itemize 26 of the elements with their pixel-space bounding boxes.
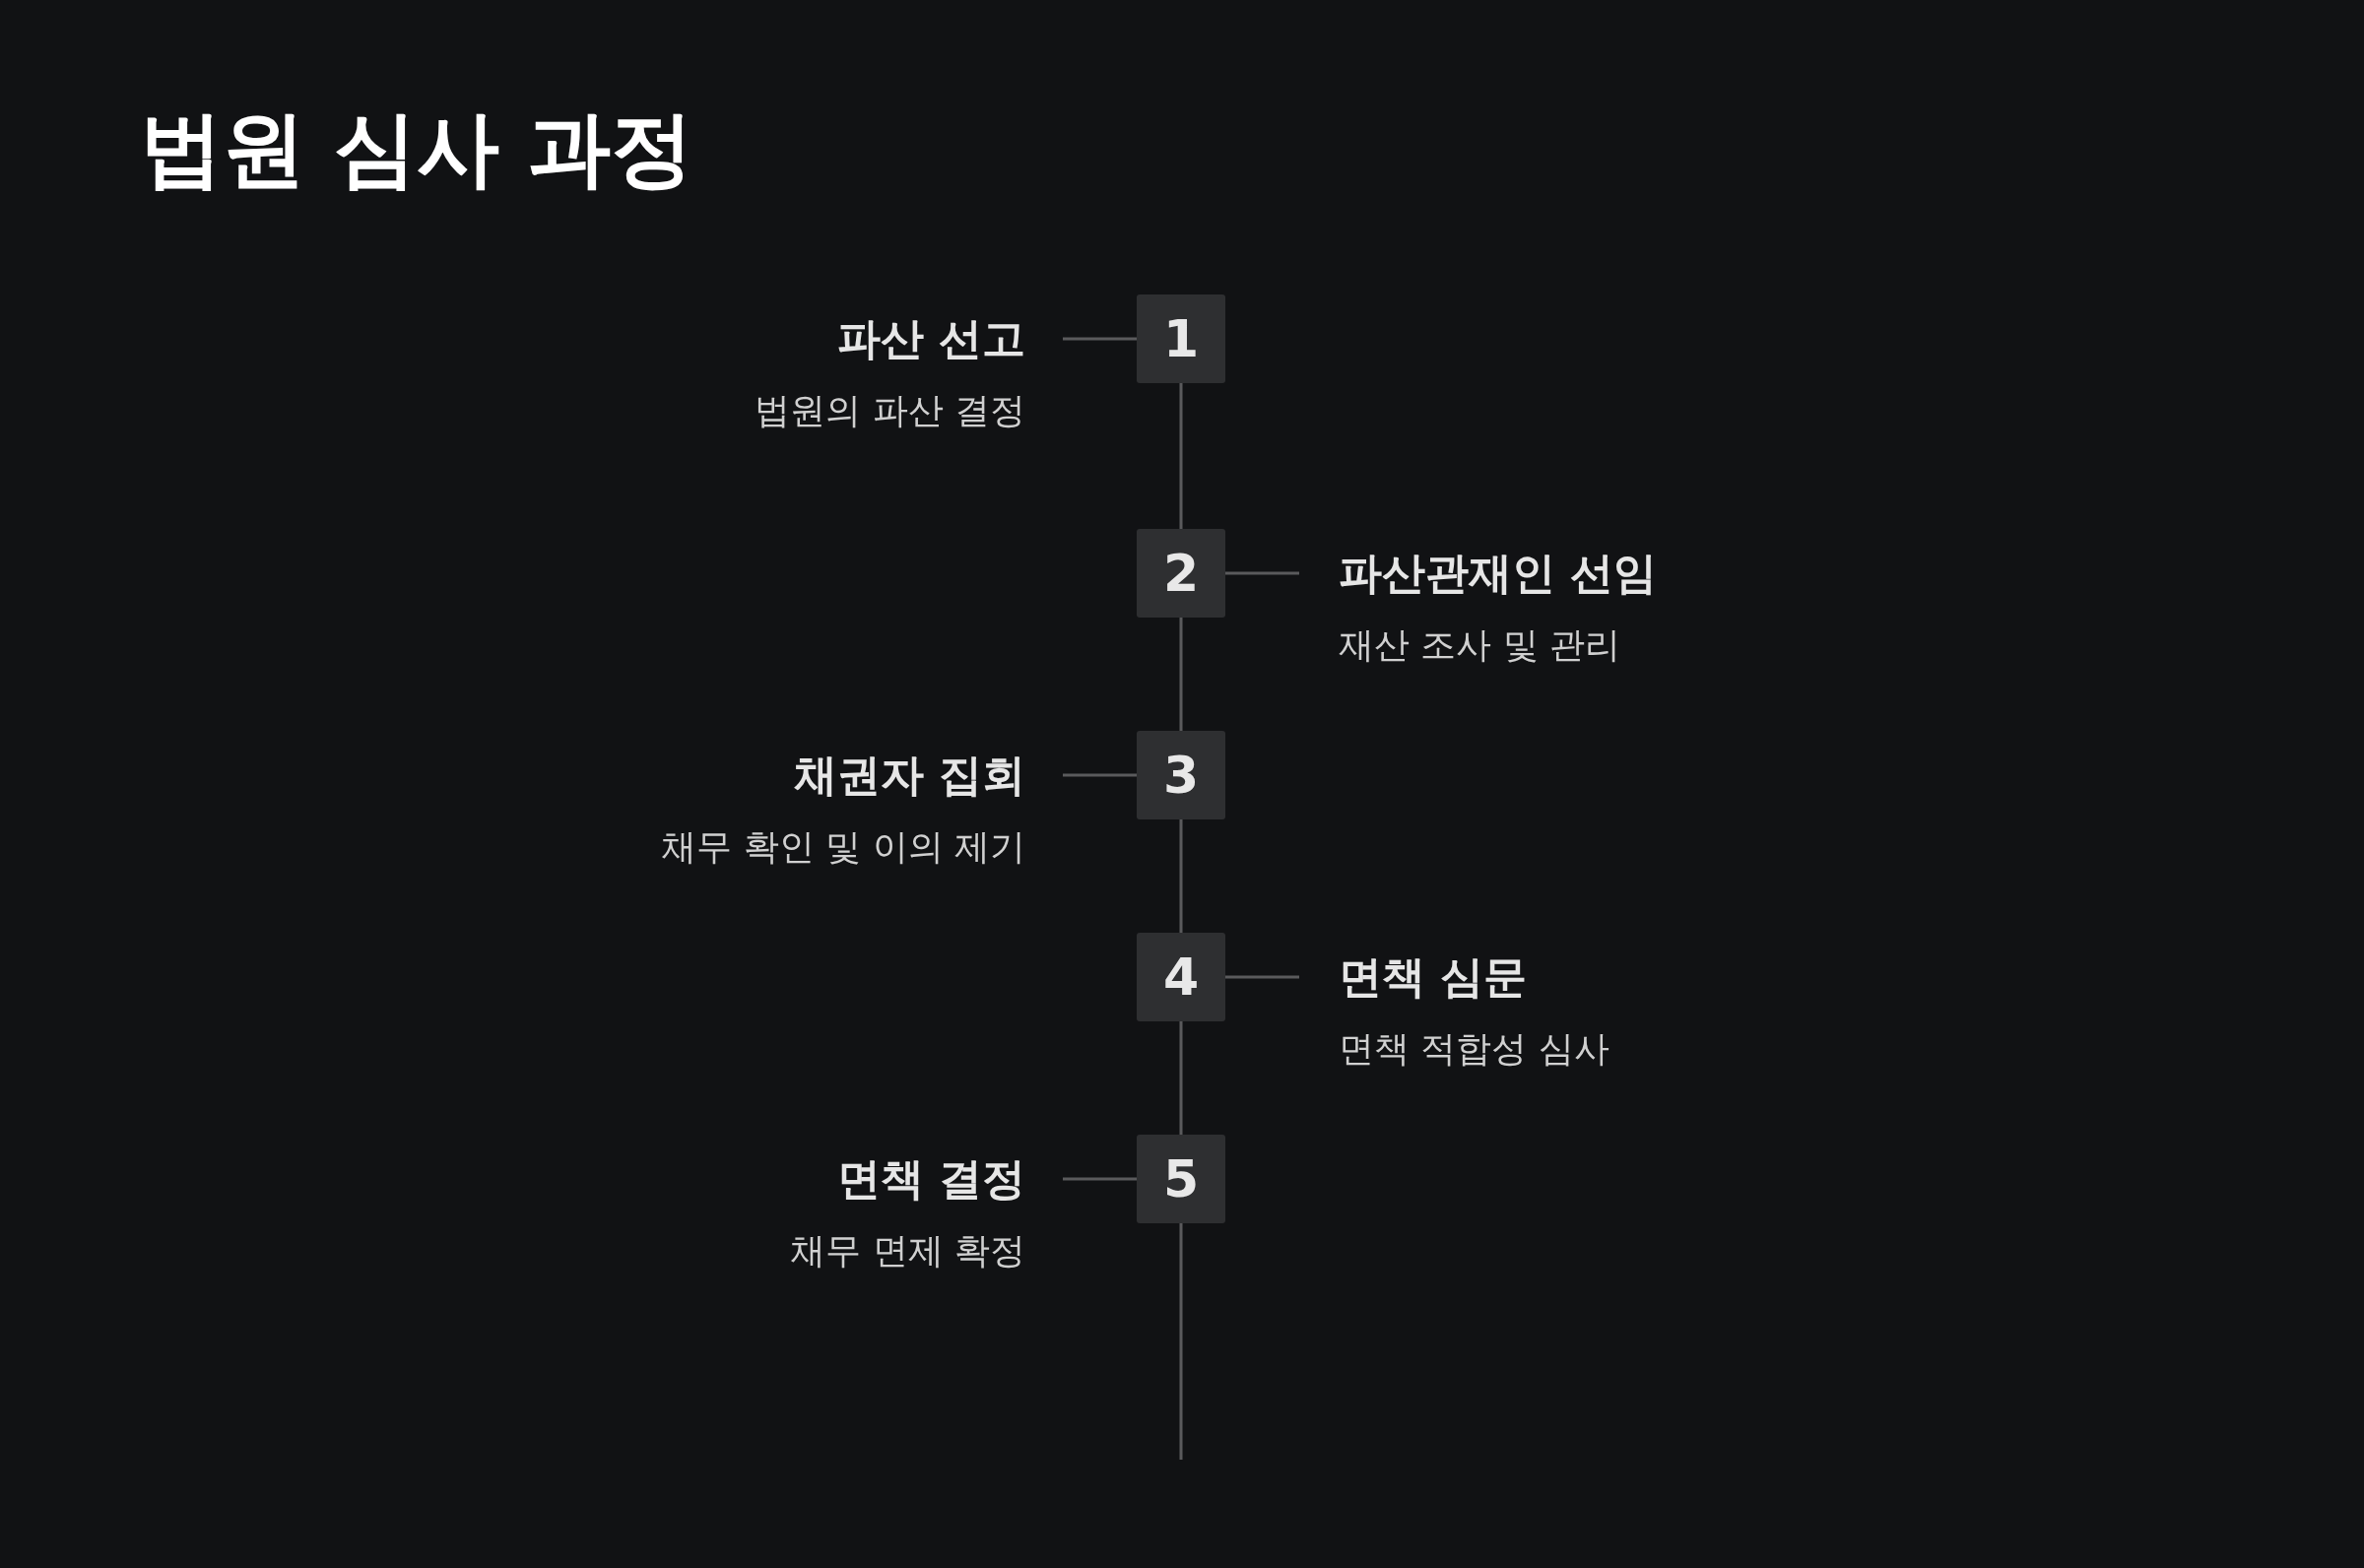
connector-line <box>1179 819 1183 933</box>
step-title: 면책 결정 <box>836 1152 1025 1206</box>
connector-line <box>1179 383 1183 529</box>
step-title: 파산 선고 <box>836 312 1025 365</box>
step-number: 5 <box>1137 1135 1225 1223</box>
step-title: 파산관재인 선임 <box>1339 547 1658 600</box>
step-number: 4 <box>1137 933 1225 1021</box>
connector-line <box>1179 1021 1183 1135</box>
connector-line <box>1179 618 1183 731</box>
step-title: 채권자 집회 <box>793 749 1025 802</box>
step-number: 1 <box>1137 294 1225 383</box>
title: 법원 심사 과정 <box>140 103 694 195</box>
step-description: 채무 확인 및 이의 제기 <box>661 825 1025 869</box>
connector-line <box>1179 1223 1183 1460</box>
step-description: 재산 조사 및 관리 <box>1339 623 1621 667</box>
connector-line <box>1225 571 1299 575</box>
connector-line <box>1063 337 1137 341</box>
step-description: 채무 면제 확정 <box>790 1229 1025 1273</box>
step-description: 법원의 파산 결정 <box>755 389 1025 432</box>
step-number: 2 <box>1137 529 1225 618</box>
connector-line <box>1225 975 1299 979</box>
step-number: 3 <box>1137 731 1225 819</box>
connector-line <box>1063 773 1137 777</box>
connector-line <box>1063 1177 1137 1181</box>
step-description: 면책 적합성 심사 <box>1339 1027 1609 1071</box>
step-title: 면책 심문 <box>1339 950 1528 1004</box>
